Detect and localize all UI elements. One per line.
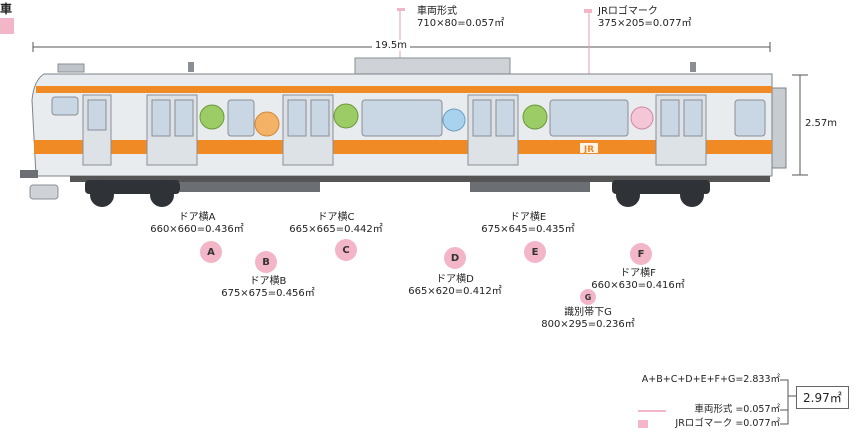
callout-jr-logo-formula: 375×205=0.077㎡: [598, 18, 692, 29]
upper-stripe: [36, 86, 772, 93]
area-b-name: ドア横B: [249, 276, 287, 287]
area-g-marker: G: [580, 289, 596, 305]
area-d-name: ドア横D: [436, 274, 474, 285]
area-b-marker: B: [255, 251, 277, 273]
sticker-f: [630, 106, 654, 130]
area-g-formula: 800×295=0.236㎡: [541, 319, 635, 330]
area-a-label: ドア横A 660×660=0.436㎡: [150, 212, 244, 236]
area-e-marker: E: [524, 241, 546, 263]
area-c-name: ドア横C: [317, 212, 355, 223]
area-b-formula: 675×675=0.456㎡: [221, 288, 315, 299]
roof-unit: [354, 57, 511, 75]
callout-jr-logo-title: JRロゴマーク: [598, 6, 658, 17]
summary-car-type-swatch: [638, 410, 666, 412]
area-f-name: ドア横F: [620, 268, 656, 279]
summary-sum-line: A+B+C+D+E+F+G=2.833㎡: [641, 374, 780, 385]
area-e-name: ドア横E: [509, 212, 547, 223]
area-a-name: ドア横A: [178, 212, 216, 223]
train-diagram: JR: [20, 8, 808, 207]
area-f-label: ドア横F 660×630=0.416㎡: [591, 268, 685, 292]
area-d-formula: 665×620=0.412㎡: [408, 286, 502, 297]
area-g-label: 識別帯下G 800×295=0.236㎡: [541, 307, 635, 331]
area-g-name: 識別帯下G: [564, 307, 612, 318]
side-pink-tab: [0, 18, 14, 34]
svg-text:JR: JR: [583, 145, 594, 155]
area-c-marker: C: [335, 239, 357, 261]
summary-jr-logo-swatch: [638, 420, 648, 428]
bogie-rear: [612, 180, 710, 207]
underframe: [70, 176, 770, 182]
summary-car-type-line: 車両形式 =0.057㎡: [694, 404, 780, 415]
area-f-formula: 660×630=0.416㎡: [591, 280, 685, 291]
area-b-label: ドア横B 675×675=0.456㎡: [221, 276, 315, 300]
header-char: 車: [0, 2, 13, 16]
callout-car-type-title: 車両形式: [417, 6, 457, 17]
sticker-c: [333, 103, 359, 129]
jr-logo-mark: [580, 143, 598, 153]
sticker-b: [254, 111, 280, 137]
callout-car-type-formula: 710×80=0.057㎡: [417, 18, 505, 29]
area-a-marker: A: [200, 241, 222, 263]
area-e-label: ドア横E 675×645=0.435㎡: [481, 212, 575, 236]
summary-jr-logo-line: JRロゴマーク =0.077㎡: [675, 418, 780, 429]
sticker-a: [199, 104, 225, 130]
area-d-marker: D: [444, 247, 466, 269]
area-e-formula: 675×645=0.435㎡: [481, 224, 575, 235]
area-f-marker: F: [630, 243, 652, 265]
area-d-label: ドア横D 665×620=0.412㎡: [408, 274, 502, 298]
bogie-front: [85, 180, 180, 207]
height-label: 2.57m: [805, 118, 838, 129]
area-a-formula: 660×660=0.436㎡: [150, 224, 244, 235]
summary-block: A+B+C+D+E+F+G=2.833㎡ 車両形式 =0.057㎡ JRロゴマー…: [620, 372, 850, 432]
area-c-label: ドア横C 665×665=0.442㎡: [289, 212, 383, 236]
summary-total: 2.97㎡: [796, 386, 849, 409]
callout-jr-logo: JRロゴマーク 375×205=0.077㎡: [590, 6, 692, 30]
sticker-d: [442, 108, 466, 132]
area-c-formula: 665×665=0.442㎡: [289, 224, 383, 235]
sticker-e: [522, 104, 548, 130]
length-label: 19.5m: [372, 40, 411, 51]
callout-car-type: 車両形式 710×80=0.057㎡: [407, 6, 504, 30]
summary-bracket: [780, 379, 796, 425]
